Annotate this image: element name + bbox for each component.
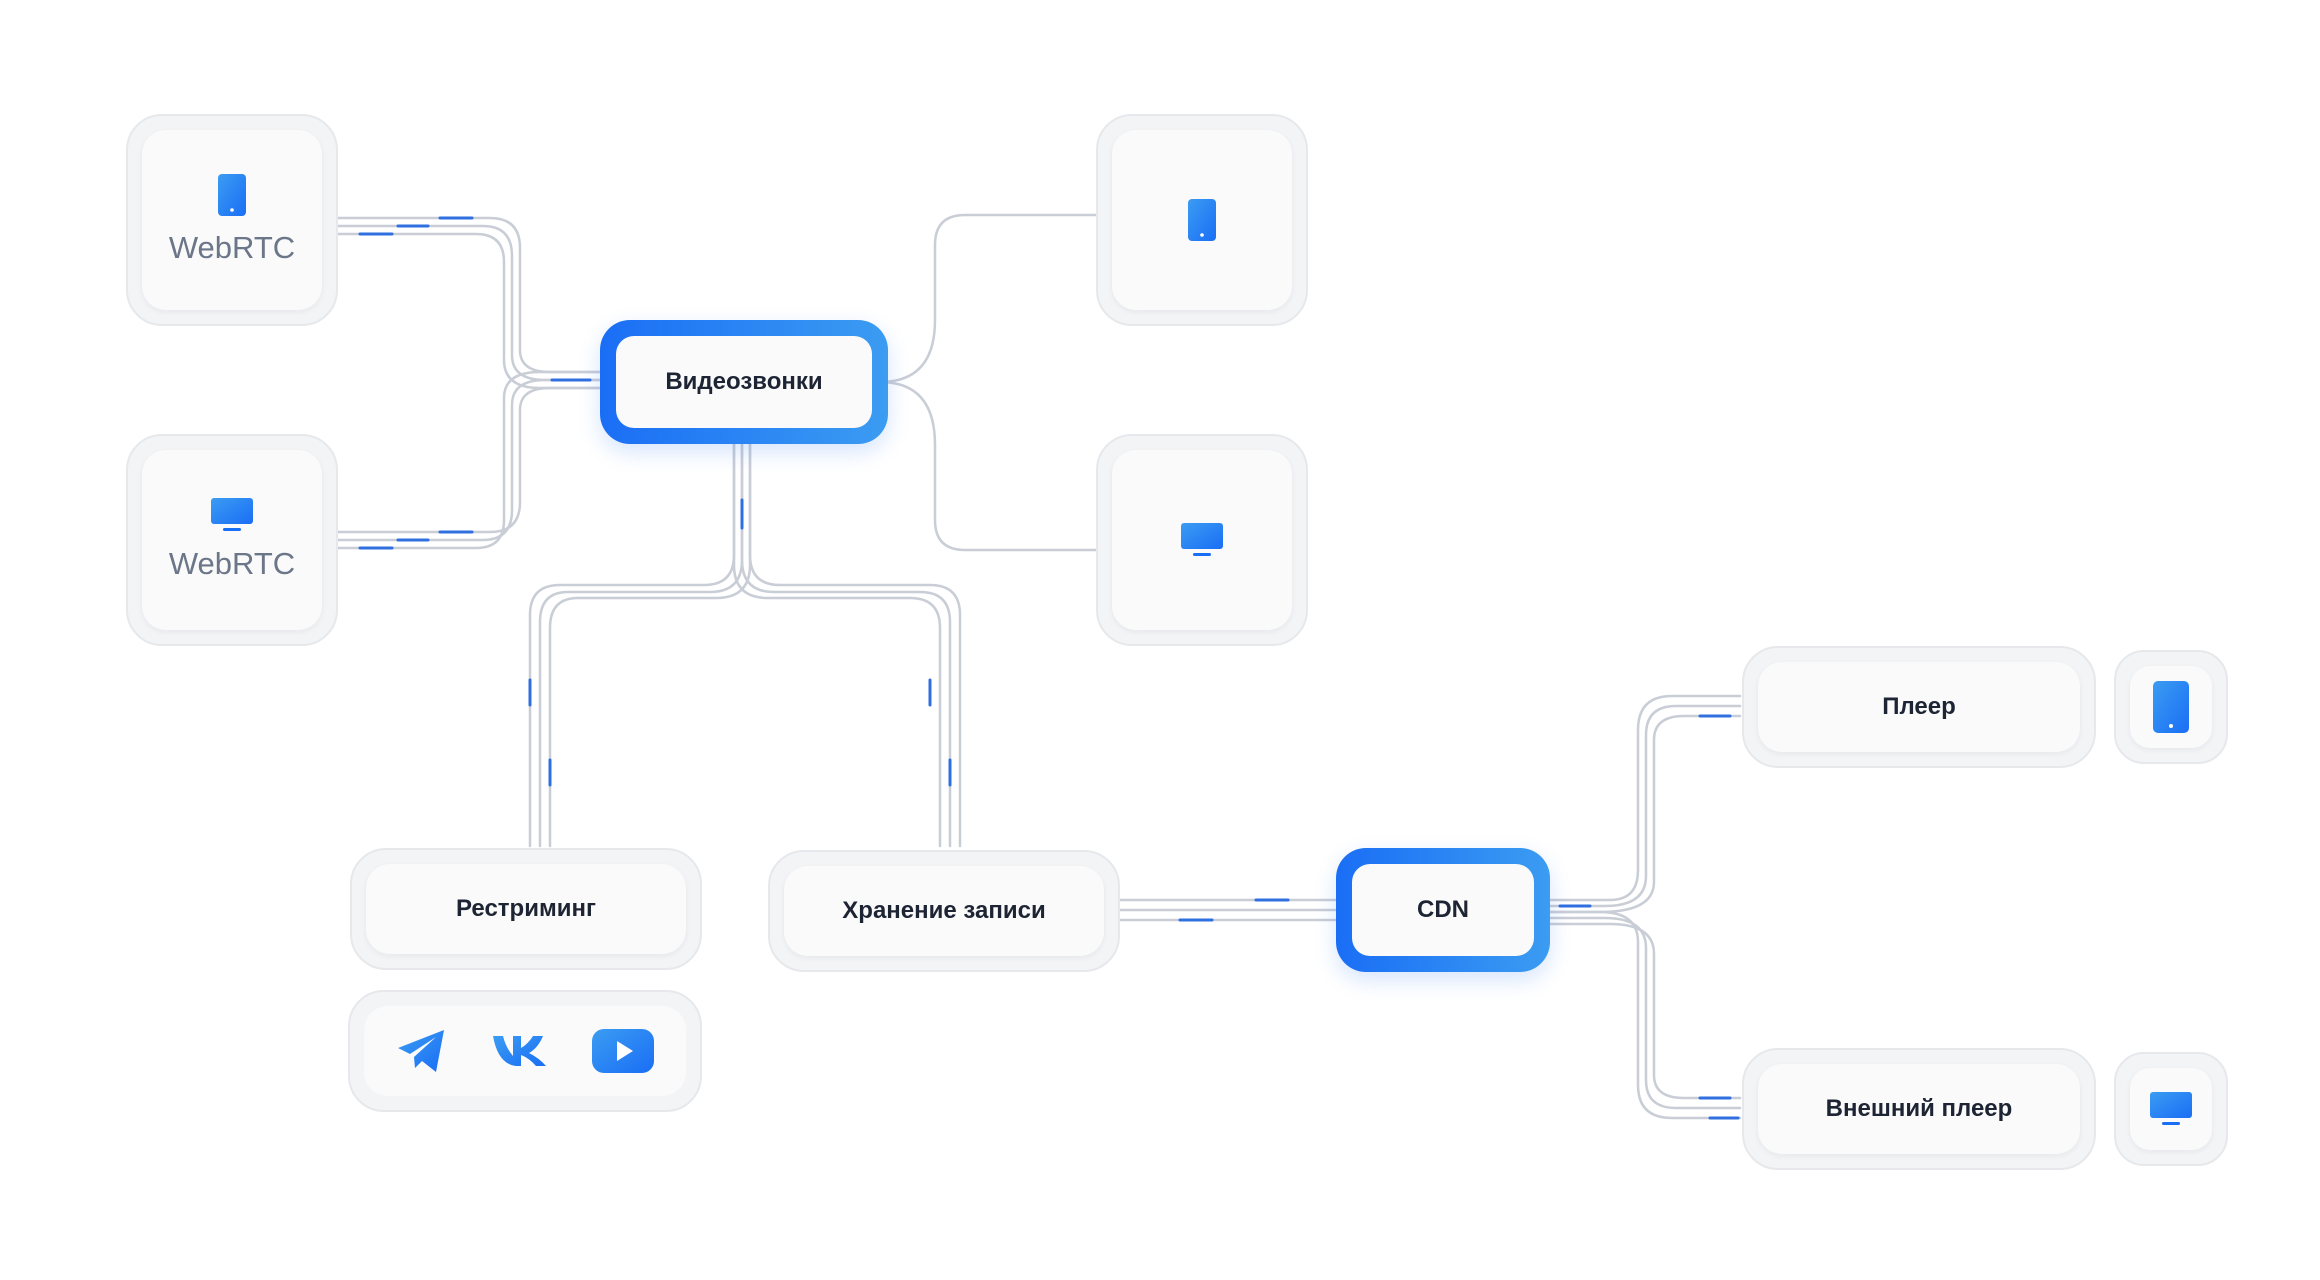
source-desktop-webrtc[interactable]: WebRTC [126, 434, 338, 646]
recording-label: Хранение записи [842, 897, 1046, 924]
source-label: WebRTC [168, 546, 296, 581]
social-platforms-row [364, 1006, 686, 1096]
source-phone-webrtc[interactable]: WebRTC [126, 114, 338, 326]
output-phone-client-body [1112, 130, 1292, 310]
hub-label: Видеозвонки [665, 368, 823, 395]
external-player-device-body [2130, 1068, 2212, 1150]
restreaming-label: Рестриминг [456, 895, 596, 922]
external-player-device [2114, 1052, 2228, 1166]
hub-videocalls-body: Видеозвонки [616, 336, 872, 428]
player-device-body [2130, 666, 2212, 748]
source-phone-webrtc-body: WebRTC [142, 130, 322, 310]
hub-cdn-body: CDN [1352, 864, 1534, 956]
restreaming-body: Рестриминг [366, 864, 686, 954]
recording-storage-node[interactable]: Хранение записи [768, 850, 1120, 972]
phone-icon [218, 174, 246, 216]
phone-icon [1188, 199, 1216, 241]
monitor-icon [1181, 523, 1223, 556]
player-device [2114, 650, 2228, 764]
output-phone-client[interactable] [1096, 114, 1308, 326]
youtube-icon[interactable] [592, 1029, 654, 1073]
external-player-body: Внешний плеер [1758, 1064, 2080, 1154]
monitor-icon [211, 498, 253, 531]
telegram-icon[interactable] [396, 1028, 448, 1074]
player-node[interactable]: Плеер [1742, 646, 2096, 768]
phone-icon [2153, 681, 2189, 733]
hub-videocalls[interactable]: Видеозвонки [600, 320, 888, 444]
hub-label: CDN [1417, 896, 1469, 923]
social-platforms [348, 990, 702, 1112]
source-desktop-webrtc-body: WebRTC [142, 450, 322, 630]
monitor-icon [2150, 1092, 2192, 1125]
vk-icon[interactable] [492, 1034, 548, 1068]
output-desktop-client[interactable] [1096, 434, 1308, 646]
restreaming-node[interactable]: Рестриминг [350, 848, 702, 970]
external-player-node[interactable]: Внешний плеер [1742, 1048, 2096, 1170]
recording-storage-body: Хранение записи [784, 866, 1104, 956]
hub-cdn[interactable]: CDN [1336, 848, 1550, 972]
player-label: Плеер [1882, 693, 1956, 720]
source-label: WebRTC [168, 230, 296, 265]
player-body: Плеер [1758, 662, 2080, 752]
output-desktop-client-body [1112, 450, 1292, 630]
external-player-label: Внешний плеер [1825, 1095, 2013, 1122]
